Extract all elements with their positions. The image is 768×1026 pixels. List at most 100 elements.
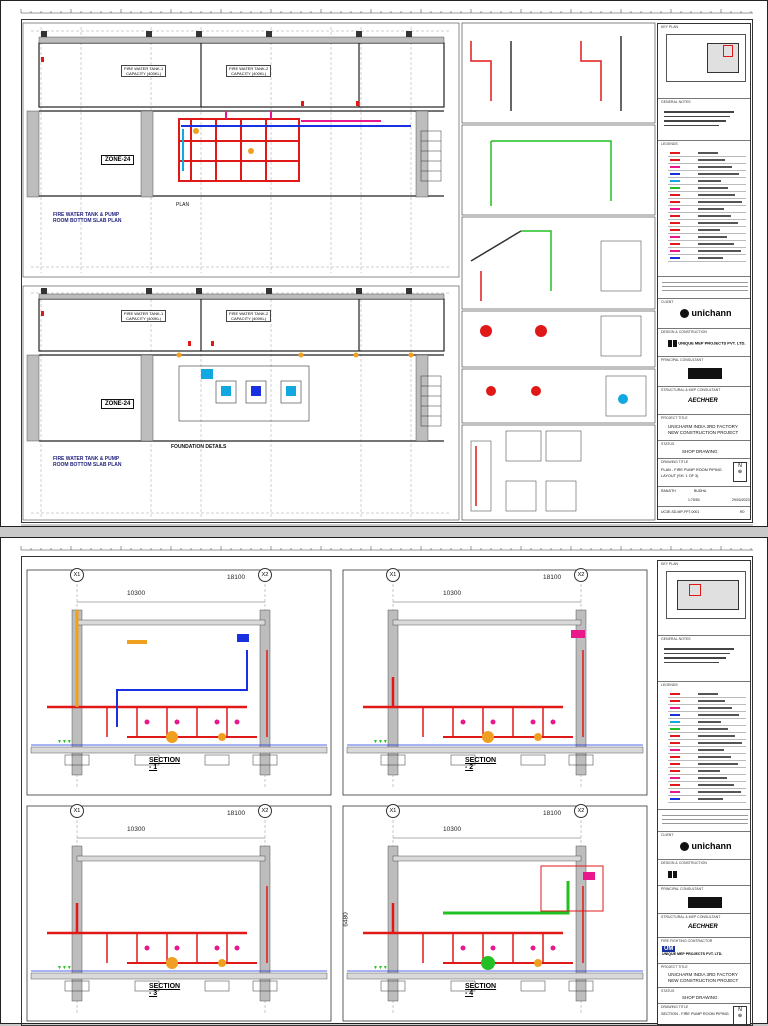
legend-row [668, 733, 746, 740]
legend-row [668, 192, 746, 199]
legend-row [668, 789, 746, 796]
top-plan-title: FIRE WATER TANK & PUMP ROOM BOTTOM SLAB … [53, 212, 122, 224]
section-title: SECTION - 4 [465, 983, 497, 997]
foundation-details-label: FOUNDATION DETAILS [171, 444, 227, 450]
dimension-left: 10300 [443, 590, 462, 597]
legend-row [668, 171, 746, 178]
legend-row [668, 234, 746, 241]
scale-value: 1:75/50 [688, 498, 700, 502]
general-notes-text [664, 108, 742, 138]
project-title-line1: UNICHARM INDIA 3RD FACTORY [668, 424, 738, 429]
revision-table [662, 279, 748, 295]
client-logo: unichann [680, 308, 732, 319]
dimension-right: 18100 [543, 810, 562, 817]
svg-text:▼▼▼: ▼▼▼ [57, 739, 72, 745]
contractor-logo-1: UNIQUE MEP PROJECTS PVT. LTD. [668, 340, 745, 347]
status-label-2: STATUS [661, 989, 675, 993]
legend-table [668, 150, 748, 270]
section-drawing-1: ▼▼▼ [26, 569, 332, 796]
legends-label-2: LEGENDS [661, 683, 678, 687]
legend-row [668, 220, 746, 227]
bottom-plan-title-line2: ROOM BOTTOM SLAB PLAN [53, 462, 122, 468]
project-title-line2: NEW CONSTRUCTION PROJECT [668, 430, 739, 435]
plan-label: PLAN [176, 202, 190, 208]
client-label: CLIENT [661, 300, 674, 304]
drawing-title-2-line1: SECTION - FIRE PUMP ROOM PIPING [661, 1012, 729, 1016]
fire-contractor-label: FIRE FIGHTING CONTRACTOR [661, 939, 713, 943]
tank-2-label-top: FIRE WATER TANK-2 CAPACITY (400KL) [226, 65, 272, 77]
legend-table-2 [668, 691, 748, 803]
legend-row [668, 178, 746, 185]
client-logo-text: unichann [691, 308, 732, 318]
legend-row [668, 691, 746, 698]
section-drawing-2: ▼▼▼ [342, 569, 648, 796]
legend-row [668, 712, 746, 719]
bottom-plan-title: FIRE WATER TANK & PUMP ROOM BOTTOM SLAB … [53, 456, 122, 468]
grid-bubble-x2: X2 [258, 568, 272, 582]
top-plan-title-line1: FIRE WATER TANK & PUMP [53, 212, 120, 218]
status-label: STATUS [661, 442, 675, 446]
structural-consultant-label-2: STRUCTURAL & MEP CONSULTANT [661, 915, 721, 919]
principal-consultant-label: PRINCIPAL CONSULTANT [661, 358, 704, 362]
section-drawing-4: ▼▼▼ [342, 805, 648, 1022]
legend-row [668, 698, 746, 705]
legend-row [668, 768, 746, 775]
dimension-left: 10300 [127, 590, 146, 597]
svg-text:▼▼▼: ▼▼▼ [373, 739, 388, 745]
revision-table-2 [662, 812, 748, 828]
bottom-plan-title-line1: FIRE WATER TANK & PUMP [53, 456, 120, 462]
project-title-2-line1: UNICHARM INDIA 3RD FACTORY [668, 972, 738, 977]
dimension-left: 10300 [127, 826, 146, 833]
general-notes-label: GENERAL NOTES [661, 100, 691, 104]
legend-row [668, 782, 746, 789]
grid-bubble-x1: X1 [386, 804, 400, 818]
title-block-2: KEY PLAN GENERAL NOTES LEGENDS [657, 560, 751, 1026]
legend-row [668, 157, 746, 164]
dimension-vertical: 6480 [342, 912, 350, 927]
client-label-2: CLIENT [661, 833, 674, 837]
drawing-title-label: DRAWING TITLE [661, 460, 689, 464]
drawing-title-line2: LAYOUT (SH. 1 OF 3) [661, 474, 699, 478]
sheet-border [21, 19, 753, 523]
date-value: 29/03/2023 [732, 498, 750, 502]
client-logo-2: unichann [680, 841, 732, 852]
legend-row [668, 719, 746, 726]
drawing-title-line1: PLAN - FIRE PUMP ROOM PIPING [661, 468, 722, 472]
design-label: DESIGN & CONSTRUCTION [661, 330, 707, 334]
section-title: SECTION - 3 [149, 983, 181, 997]
legend-row [668, 255, 746, 262]
revision-number: R0 [740, 510, 745, 514]
title-block-1: KEY PLAN GENERAL NOTES LEGENDS [657, 23, 751, 520]
drawing-title-label-2: DRAWING TITLE [661, 1005, 689, 1009]
drawn-by: RANJITH [661, 489, 676, 493]
key-plan-label: KEY PLAN [661, 25, 679, 29]
zone-label-bottom: ZONE-24 [101, 399, 135, 409]
grid-bubble-x2: X2 [574, 804, 588, 818]
dimension-right: 18100 [543, 574, 562, 581]
structural-consultant-label: STRUCTURAL & MEP CONSULTANT [661, 388, 721, 392]
tank-1-label-top: FIRE WATER TANK-1 CAPACITY (400KL) [121, 65, 167, 77]
general-notes-label-2: GENERAL NOTES [661, 637, 691, 641]
legend-row [668, 726, 746, 733]
legend-row [668, 185, 746, 192]
status-value-2: SHOP DRAWING [682, 995, 718, 1000]
principal-consultant-label-2: PRINCIPAL CONSULTANT [661, 887, 704, 891]
grid-bubble-x1: X1 [386, 568, 400, 582]
legend-row [668, 241, 746, 248]
grid-bubble-x1: X1 [70, 568, 84, 582]
fire-contractor-name: UNIQUE MEP PROJECTS PVT. LTD. [662, 952, 723, 956]
tank-1-label-bottom: FIRE WATER TANK-1 CAPACITY (400KL) [121, 310, 167, 322]
section-drawing-3: ▼▼▼ [26, 805, 332, 1022]
checked-by: BUDHA [694, 489, 707, 493]
dimension-right: 18100 [227, 574, 246, 581]
north-arrow-icon-2: N⊕ [733, 1006, 747, 1026]
grid-bubble-x1: X1 [70, 804, 84, 818]
legend-row [668, 248, 746, 255]
north-arrow-icon: N⊕ [733, 462, 747, 482]
legend-row [668, 164, 746, 171]
dimension-left: 10300 [443, 826, 462, 833]
dimension-right: 18100 [227, 810, 246, 817]
principal-consultant-logo [688, 368, 722, 379]
legend-row [668, 213, 746, 220]
